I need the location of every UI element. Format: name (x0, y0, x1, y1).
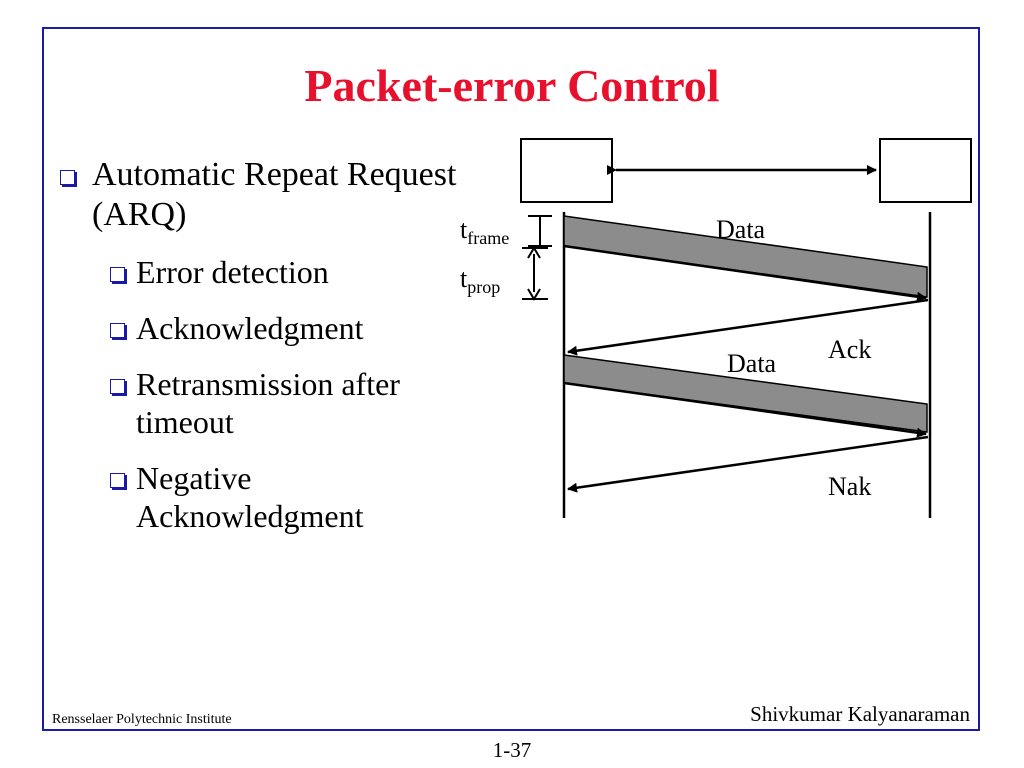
bullet-arq: Automatic Repeat Request (ARQ) (52, 155, 482, 235)
nak-label: Nak (828, 472, 871, 501)
sender-box (520, 138, 613, 203)
receiver-box (879, 138, 972, 203)
bullet-list: Automatic Repeat Request (ARQ) Error det… (52, 155, 482, 535)
footer-author: Shivkumar Kalyanaraman (750, 702, 970, 726)
sub-bullet-acknowledgment: Acknowledgment (52, 309, 482, 347)
ack-arrow (567, 298, 929, 356)
page-number: 1-37 (492, 738, 532, 762)
bullet-box-icon (110, 323, 125, 338)
bullet-box-icon (110, 267, 125, 282)
data-packet-1 (563, 215, 928, 298)
t-prop-label: tprop (460, 264, 500, 297)
t-frame-label: tframe (460, 215, 509, 248)
sub-bullet-retransmission: Retransmission after timeout (52, 365, 482, 441)
bullet-box-icon (60, 170, 75, 185)
sub-bullet-negative-ack: Negative Acknowledgment (52, 459, 482, 535)
sub-bullet-text: Retransmission after timeout (136, 366, 400, 440)
bullet-box-icon (110, 379, 125, 394)
bullet-arq-text: Automatic Repeat Request (ARQ) (92, 156, 457, 233)
data-packet-2-arrow (563, 381, 927, 438)
data-packet-1-arrow (563, 244, 927, 302)
sub-bullet-text: Negative Acknowledgment (136, 460, 364, 534)
bullet-box-icon (110, 473, 125, 488)
sub-bullet-text: Error detection (136, 254, 329, 290)
ack-label: Ack (828, 335, 871, 364)
slide-frame (42, 27, 980, 731)
sub-bullet-error-detection: Error detection (52, 253, 482, 291)
data-label-2: Data (727, 349, 777, 378)
slide-title: Packet-error Control (304, 60, 720, 111)
footer-institution: Rensselaer Polytechnic Institute (52, 712, 232, 727)
data-packet-2 (563, 354, 928, 433)
t-prop-arrow-up (527, 246, 541, 259)
data-label-1: Data (716, 215, 766, 244)
sub-bullet-text: Acknowledgment (136, 310, 364, 346)
nak-arrow (567, 435, 929, 493)
